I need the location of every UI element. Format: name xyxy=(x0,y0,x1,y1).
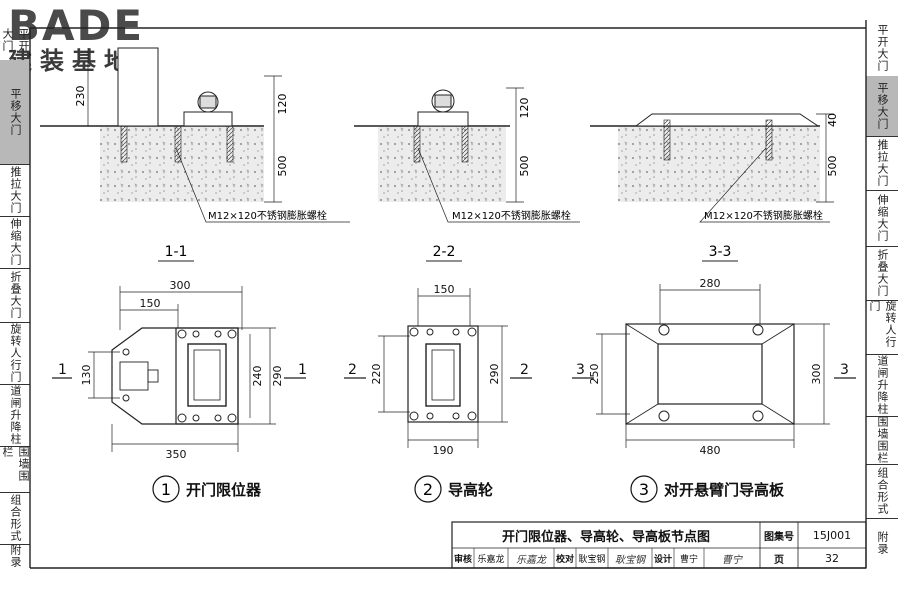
dim-p1-in: 240 xyxy=(251,366,264,387)
dim-p3-right: 300 xyxy=(810,364,823,385)
right-tab-8[interactable]: 组合形式 xyxy=(866,464,898,519)
bolt-label-s2: M12×120不锈钢膨胀螺栓 xyxy=(452,209,571,222)
caption-num-2: 2 xyxy=(423,480,433,499)
designer-signature: 曹宁 xyxy=(722,554,742,566)
dim-p1-total: 300 xyxy=(170,279,191,292)
bolt-label-s3: M12×120不锈钢膨胀螺栓 xyxy=(704,209,823,222)
dim-p3-top: 280 xyxy=(700,277,721,290)
dim-s2-h1: 120 xyxy=(518,98,531,119)
right-tab-strip: 平开大门 平移大门 推拉大门 伸缩大门 折叠大门 旋转人行门 道闸升降柱 围墙围… xyxy=(866,20,898,568)
section-2-2: 120 500 M12×120不锈钢膨胀螺栓 2-2 xyxy=(354,87,580,262)
caption-circles xyxy=(152,475,658,503)
dim-s1-h1: 120 xyxy=(276,94,289,115)
section-1-1: 230 120 500 M12×120不锈钢膨胀螺栓 1-1 xyxy=(40,47,350,262)
right-tab-9[interactable]: 附录 xyxy=(876,531,889,555)
checker-signature: 耿宝钢 xyxy=(615,554,645,566)
left-tab-1[interactable]: 平移大门 xyxy=(0,60,30,165)
caption-num-1: 1 xyxy=(161,480,171,499)
right-tab-7[interactable]: 围墙围栏 xyxy=(866,416,898,465)
dim-p2-left: 220 xyxy=(370,364,383,385)
left-tab-8[interactable]: 组合形式 xyxy=(0,492,30,545)
atlas-label: 图集号 xyxy=(764,531,794,543)
section-3-3: 40 500 M12×120不锈钢膨胀螺栓 3-3 xyxy=(590,113,839,262)
review-label: 审核 xyxy=(453,554,472,565)
dim-p1-part: 150 xyxy=(140,297,161,310)
cut-p3-left: 3 xyxy=(576,362,585,378)
title-block-grid xyxy=(451,521,867,569)
left-tab-5[interactable]: 旋转人行门 xyxy=(0,322,30,385)
left-tab-6[interactable]: 道闸升降柱 xyxy=(0,384,30,447)
left-tab-9[interactable]: 附录 xyxy=(9,544,22,568)
right-tab-4[interactable]: 折叠大门 xyxy=(866,246,898,301)
left-tab-2[interactable]: 推拉大门 xyxy=(0,164,30,217)
dim-p3-left: 250 xyxy=(588,364,601,385)
dim-s1-h2: 500 xyxy=(276,156,289,177)
reviewer-name: 乐嘉龙 xyxy=(477,554,505,565)
cut-p2-right: 2 xyxy=(520,362,529,378)
dim-p1-left: 130 xyxy=(80,365,93,386)
dim-p1-bottom: 350 xyxy=(166,448,187,461)
caption-guide-plate: 对开悬臂门导高板 xyxy=(664,481,785,499)
cut-p2-left: 2 xyxy=(348,362,357,378)
dim-s3-h1: 40 xyxy=(826,113,839,127)
right-tab-2[interactable]: 推拉大门 xyxy=(866,136,898,191)
page-label: 页 xyxy=(774,554,784,566)
cut-p1-right: 1 xyxy=(298,362,307,378)
dim-p1-out: 290 xyxy=(271,366,284,387)
reviewer-signature: 乐嘉龙 xyxy=(516,554,546,566)
section-label-3-3: 3-3 xyxy=(709,244,732,260)
drawing-title: 开门限位器、导高轮、导高板节点图 xyxy=(501,529,710,545)
left-tab-3[interactable]: 伸缩大门 xyxy=(0,216,30,269)
cut-p3-right: 3 xyxy=(840,362,849,378)
left-tab-4[interactable]: 折叠大门 xyxy=(0,268,30,323)
caption-stopper: 开门限位器 xyxy=(186,481,262,499)
design-label: 设计 xyxy=(653,554,672,565)
left-tab-7[interactable]: 围墙围栏 xyxy=(0,446,30,493)
section-label-2-2: 2-2 xyxy=(433,244,456,260)
right-tab-6[interactable]: 道闸升降柱 xyxy=(866,354,898,417)
plan-1-stopper: 300 150 130 240 290 xyxy=(52,279,307,461)
right-tab-5[interactable]: 旋转人行门 xyxy=(866,300,898,355)
plan-3-guide-plate: 280 250 300 480 3 3 xyxy=(572,277,856,457)
checker-name: 耿宝钢 xyxy=(578,554,606,565)
dim-s2-h2: 500 xyxy=(518,156,531,177)
dim-p3-bottom: 480 xyxy=(700,444,721,457)
dim-s1-top: 230 xyxy=(74,86,87,107)
right-tab-3[interactable]: 伸缩大门 xyxy=(866,190,898,247)
caption-num-3: 3 xyxy=(639,480,649,499)
left-tab-strip: 平开大门 平移大门 推拉大门 伸缩大门 折叠大门 旋转人行门 道闸升降柱 围墙围… xyxy=(0,28,30,568)
dim-p2-right: 290 xyxy=(488,364,501,385)
dim-p2-bottom: 190 xyxy=(433,444,454,457)
section-label-1-1: 1-1 xyxy=(165,244,188,260)
bolt-label-s1: M12×120不锈钢膨胀螺栓 xyxy=(208,209,327,222)
dim-p2-top: 150 xyxy=(434,283,455,296)
dim-s3-h2: 500 xyxy=(826,156,839,177)
page-number: 32 xyxy=(825,551,839,565)
atlas-number: 15J001 xyxy=(812,528,852,542)
right-tab-1[interactable]: 平移大门 xyxy=(866,76,898,137)
plan-2-guide-wheel: 150 220 290 190 2 2 xyxy=(344,283,532,457)
cut-p1-left: 1 xyxy=(58,362,67,378)
caption-guide-wheel: 导高轮 xyxy=(448,481,494,499)
designer-name: 曹宁 xyxy=(679,554,698,565)
check-label: 校对 xyxy=(555,554,574,565)
